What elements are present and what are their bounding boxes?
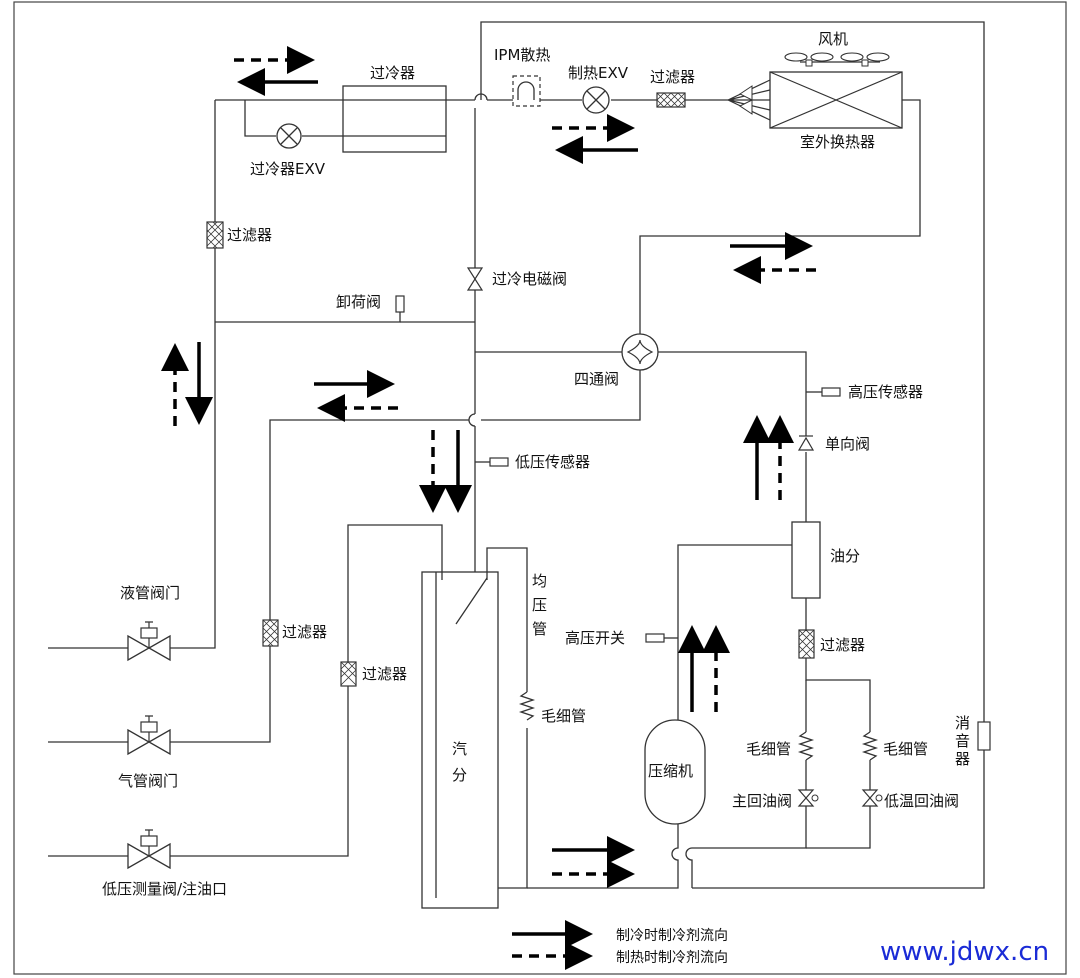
ipm-heatsink-icon xyxy=(512,75,541,107)
label-check-valve: 单向阀 xyxy=(825,435,870,453)
label-muffler-2: 音 xyxy=(955,732,970,750)
label-equalizer-3: 管 xyxy=(532,620,547,638)
subcool-solenoid-valve-icon xyxy=(466,267,484,291)
label-equalizer-2: 压 xyxy=(532,596,547,614)
label-filter-mid1: 过滤器 xyxy=(282,623,327,641)
label-muffler-1: 消 xyxy=(955,714,970,732)
gas-service-valve-icon xyxy=(127,715,171,756)
label-unload-valve: 卸荷阀 xyxy=(336,293,381,311)
label-compressor: 压缩机 xyxy=(648,762,693,780)
legend-cooling-label: 制冷时制冷剂流向 xyxy=(616,928,728,944)
label-subcooler: 过冷器 xyxy=(370,64,415,82)
frame xyxy=(13,1,1067,975)
label-capillary-eq: 毛细管 xyxy=(541,707,586,725)
label-equalizer-1: 均 xyxy=(532,572,547,590)
label-hp-sensor: 高压传感器 xyxy=(848,383,923,401)
watermark: www.jdwx.cn xyxy=(880,937,1049,967)
label-capillary-low: 毛细管 xyxy=(883,740,928,758)
label-ipm: IPM散热 xyxy=(494,46,550,64)
label-filter-mid2: 过滤器 xyxy=(362,665,407,683)
filter-top-icon xyxy=(656,92,686,108)
label-liquid-valve: 液管阀门 xyxy=(120,584,180,602)
hp-sensor-icon xyxy=(821,387,841,397)
hp-switch-icon xyxy=(645,633,665,643)
main-oil-valve-icon xyxy=(797,789,819,807)
capillary-equalizer-icon xyxy=(518,691,536,721)
labels: 过冷器 IPM散热 制热EXV 过滤器 风机 室外换热器 过冷器EXV 过滤器 … xyxy=(102,30,1049,967)
outdoor-heat-exchanger xyxy=(769,71,903,129)
liquid-service-valve-icon xyxy=(127,621,171,662)
label-muffler-3: 器 xyxy=(955,750,970,768)
filter-left-icon xyxy=(206,221,224,249)
four-way-valve-icon xyxy=(621,333,659,371)
label-heating-exv: 制热EXV xyxy=(568,64,629,82)
lp-service-valve-icon xyxy=(127,829,171,870)
label-main-oil-valve: 主回油阀 xyxy=(732,792,792,810)
accumulator xyxy=(421,571,499,909)
capillary-main-icon xyxy=(797,731,815,761)
heating-exv-icon xyxy=(582,86,610,114)
fan-icon xyxy=(784,52,890,67)
label-low-temp-oil-valve: 低温回油阀 xyxy=(884,792,959,810)
label-fan: 风机 xyxy=(818,30,848,48)
label-outdoor-hx: 室外换热器 xyxy=(800,133,875,151)
label-subcooler-exv: 过冷器EXV xyxy=(250,160,326,178)
label-lp-service: 低压测量阀/注油口 xyxy=(102,880,227,898)
capillary-low-icon xyxy=(861,731,879,761)
muffler-icon xyxy=(977,721,991,751)
check-valve-icon xyxy=(797,435,815,451)
filter-mid1-icon xyxy=(262,619,279,647)
distributor-icon xyxy=(727,79,771,121)
unload-valve-icon xyxy=(395,295,405,313)
oil-separator xyxy=(791,521,821,599)
lp-sensor-icon xyxy=(489,457,509,467)
label-accumulator-1: 汽 xyxy=(452,740,467,758)
label-filter-oil: 过滤器 xyxy=(820,636,865,654)
label-four-way: 四通阀 xyxy=(574,370,619,388)
label-accumulator-2: 分 xyxy=(452,766,467,784)
low-temp-oil-valve-icon xyxy=(861,789,883,807)
label-filter-top: 过滤器 xyxy=(650,68,695,86)
legend-heating-label: 制热时制冷剂流向 xyxy=(616,950,728,966)
label-subcool-solenoid: 过冷电磁阀 xyxy=(492,270,567,288)
label-hp-switch: 高压开关 xyxy=(565,629,625,647)
label-gas-valve: 气管阀门 xyxy=(118,772,178,790)
subcooler-exv-icon xyxy=(276,123,302,149)
filter-oil-icon xyxy=(798,629,815,659)
filter-mid2-icon xyxy=(340,661,357,687)
label-oil-sep: 油分 xyxy=(830,547,860,565)
label-lp-sensor: 低压传感器 xyxy=(515,453,590,471)
label-capillary-main: 毛细管 xyxy=(746,740,791,758)
subcooler xyxy=(342,85,447,153)
compressor xyxy=(644,719,706,825)
label-filter-left: 过滤器 xyxy=(227,226,272,244)
flow-arrows xyxy=(161,46,816,970)
